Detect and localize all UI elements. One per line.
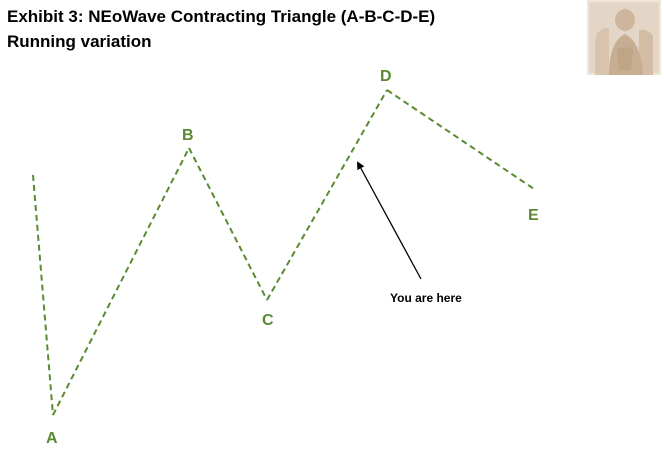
wave-c-d-segment: [266, 89, 388, 301]
page-title: Exhibit 3: NEoWave Contracting Triangle …: [7, 7, 436, 26]
pointer-arrow: [357, 161, 422, 280]
portrait-seal-icon: [587, 0, 661, 75]
wave-b-c-segment: [188, 147, 268, 301]
wave-a-b-segment: [52, 147, 190, 416]
point-label-e: E: [528, 207, 539, 224]
point-label-d: D: [380, 68, 392, 85]
you-are-here-label: You are here: [390, 291, 462, 305]
page-subtitle: Running variation: [7, 32, 152, 51]
point-label-c: C: [262, 312, 274, 329]
wave-start-segment: [32, 174, 54, 416]
point-label-b: B: [182, 127, 194, 144]
wave-d-e-segment: [386, 89, 535, 190]
title-block: Exhibit 3: NEoWave Contracting Triangle …: [7, 4, 435, 54]
point-label-a: A: [46, 430, 58, 447]
